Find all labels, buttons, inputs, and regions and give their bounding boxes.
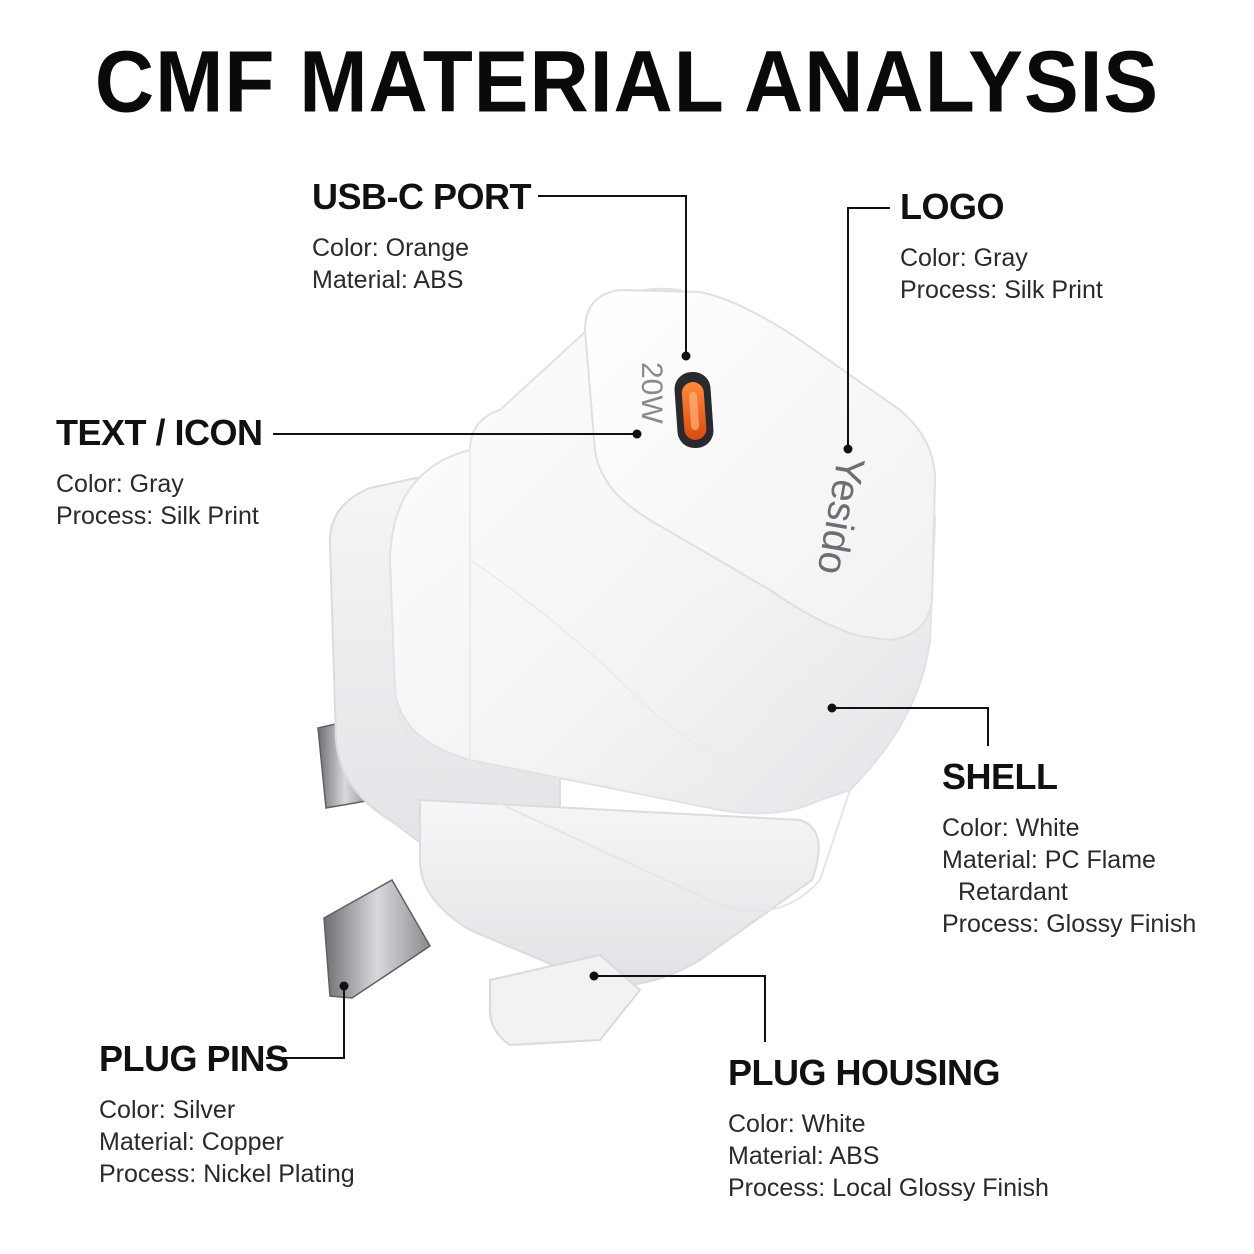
callout-usb-c-port: USB-C PORT Color: Orange Material: ABS bbox=[312, 176, 532, 296]
leader-plug-pins bbox=[266, 986, 345, 1059]
plug-pin-bottom bbox=[323, 878, 432, 999]
spec-line: Process: Silk Print bbox=[900, 276, 1103, 304]
callout-heading: TEXT / ICON bbox=[56, 412, 263, 453]
leader-dots bbox=[339, 351, 853, 991]
callout-plug-pins: PLUG PINS Color: Silver Material: Copper… bbox=[99, 1038, 355, 1190]
dot-shell bbox=[827, 703, 837, 713]
spec-line: Material: PC Flame bbox=[942, 846, 1156, 874]
wattage-label: 20W bbox=[635, 362, 668, 424]
spec-line: Material: ABS bbox=[728, 1142, 880, 1170]
dot-logo bbox=[843, 444, 853, 454]
callout-plug-housing: PLUG HOUSING Color: White Material: ABS … bbox=[728, 1052, 1049, 1204]
dot-text-icon bbox=[632, 429, 642, 439]
leader-usb-c bbox=[538, 195, 687, 354]
spec-line: Color: White bbox=[728, 1110, 866, 1138]
callout-shell: SHELL Color: White Material: PC Flame Re… bbox=[942, 756, 1196, 940]
callout-logo: LOGO Color: Gray Process: Silk Print bbox=[900, 186, 1103, 306]
spec-line: Color: Gray bbox=[900, 244, 1028, 272]
callout-heading: USB-C PORT bbox=[312, 176, 532, 217]
callout-heading: PLUG PINS bbox=[99, 1038, 289, 1079]
spec-line: Color: Orange bbox=[312, 234, 470, 262]
spec-line: Color: Gray bbox=[56, 470, 184, 498]
usb-c-port bbox=[674, 371, 714, 449]
leader-lines bbox=[266, 195, 989, 1059]
dot-usb-c bbox=[681, 351, 691, 361]
spec-line: Material: ABS bbox=[312, 266, 464, 294]
callout-heading: PLUG HOUSING bbox=[728, 1052, 1001, 1093]
plug-tab bbox=[488, 953, 642, 1047]
leader-shell bbox=[832, 707, 989, 746]
leader-plug-housing bbox=[594, 975, 766, 1042]
spec-line: Color: White bbox=[942, 814, 1080, 842]
spec-line: Retardant bbox=[958, 878, 1068, 906]
spec-line: Process: Nickel Plating bbox=[99, 1160, 355, 1188]
dot-plug-pins bbox=[339, 981, 349, 991]
callout-text-icon: TEXT / ICON Color: Gray Process: Silk Pr… bbox=[56, 412, 263, 532]
spec-line: Process: Glossy Finish bbox=[942, 910, 1197, 938]
dot-plug-housing bbox=[589, 971, 599, 981]
spec-line: Process: Local Glossy Finish bbox=[728, 1174, 1049, 1202]
page-title: CMF MATERIAL ANALYSIS bbox=[94, 34, 1160, 131]
leader-logo bbox=[847, 207, 890, 448]
spec-line: Material: Copper bbox=[99, 1128, 284, 1156]
spec-line: Process: Silk Print bbox=[56, 502, 259, 530]
callout-heading: LOGO bbox=[900, 186, 1004, 227]
callout-heading: SHELL bbox=[942, 756, 1058, 797]
spec-line: Color: Silver bbox=[99, 1096, 236, 1124]
